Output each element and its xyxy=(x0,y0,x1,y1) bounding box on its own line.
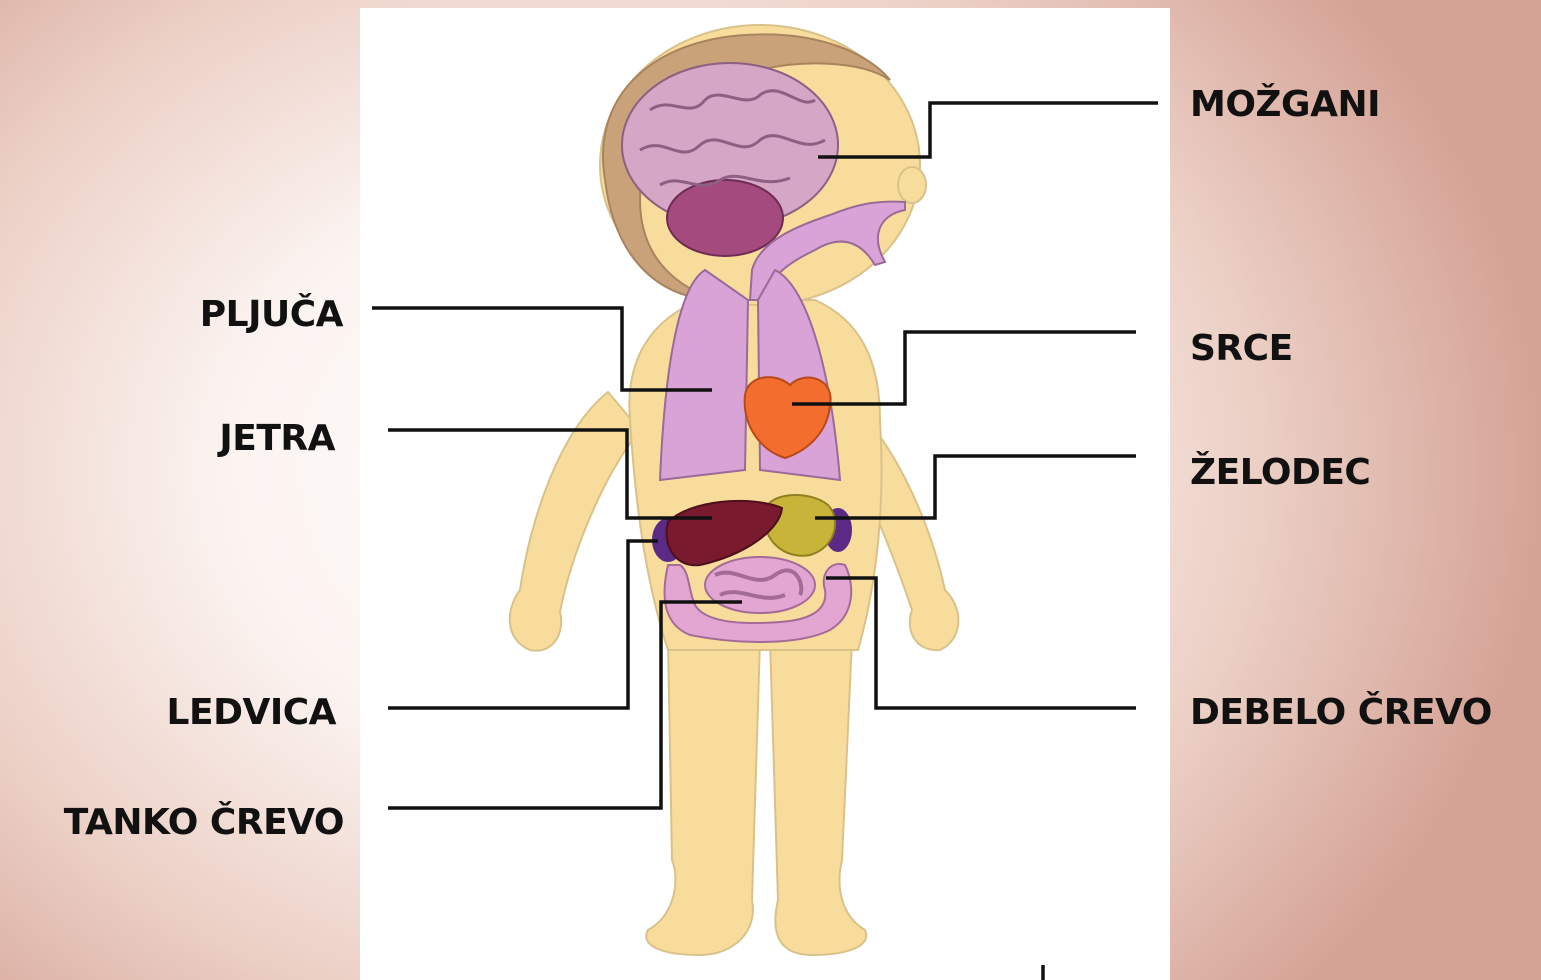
label-lungs: PLJUČA xyxy=(200,293,344,335)
label-stomach: ŽELODEC xyxy=(1190,451,1370,493)
label-kidneys: LEDVICA xyxy=(167,692,337,733)
cerebellum xyxy=(667,180,783,256)
label-heart: SRCE xyxy=(1190,328,1293,369)
label-small-intestine: TANKO ČREVO xyxy=(64,801,344,843)
label-brain: MOŽGANI xyxy=(1190,83,1380,125)
label-large-intestine: DEBELO ČREVO xyxy=(1190,691,1492,733)
ear xyxy=(898,167,926,203)
small-intestine-organ xyxy=(705,557,815,613)
label-liver: JETRA xyxy=(216,418,335,459)
